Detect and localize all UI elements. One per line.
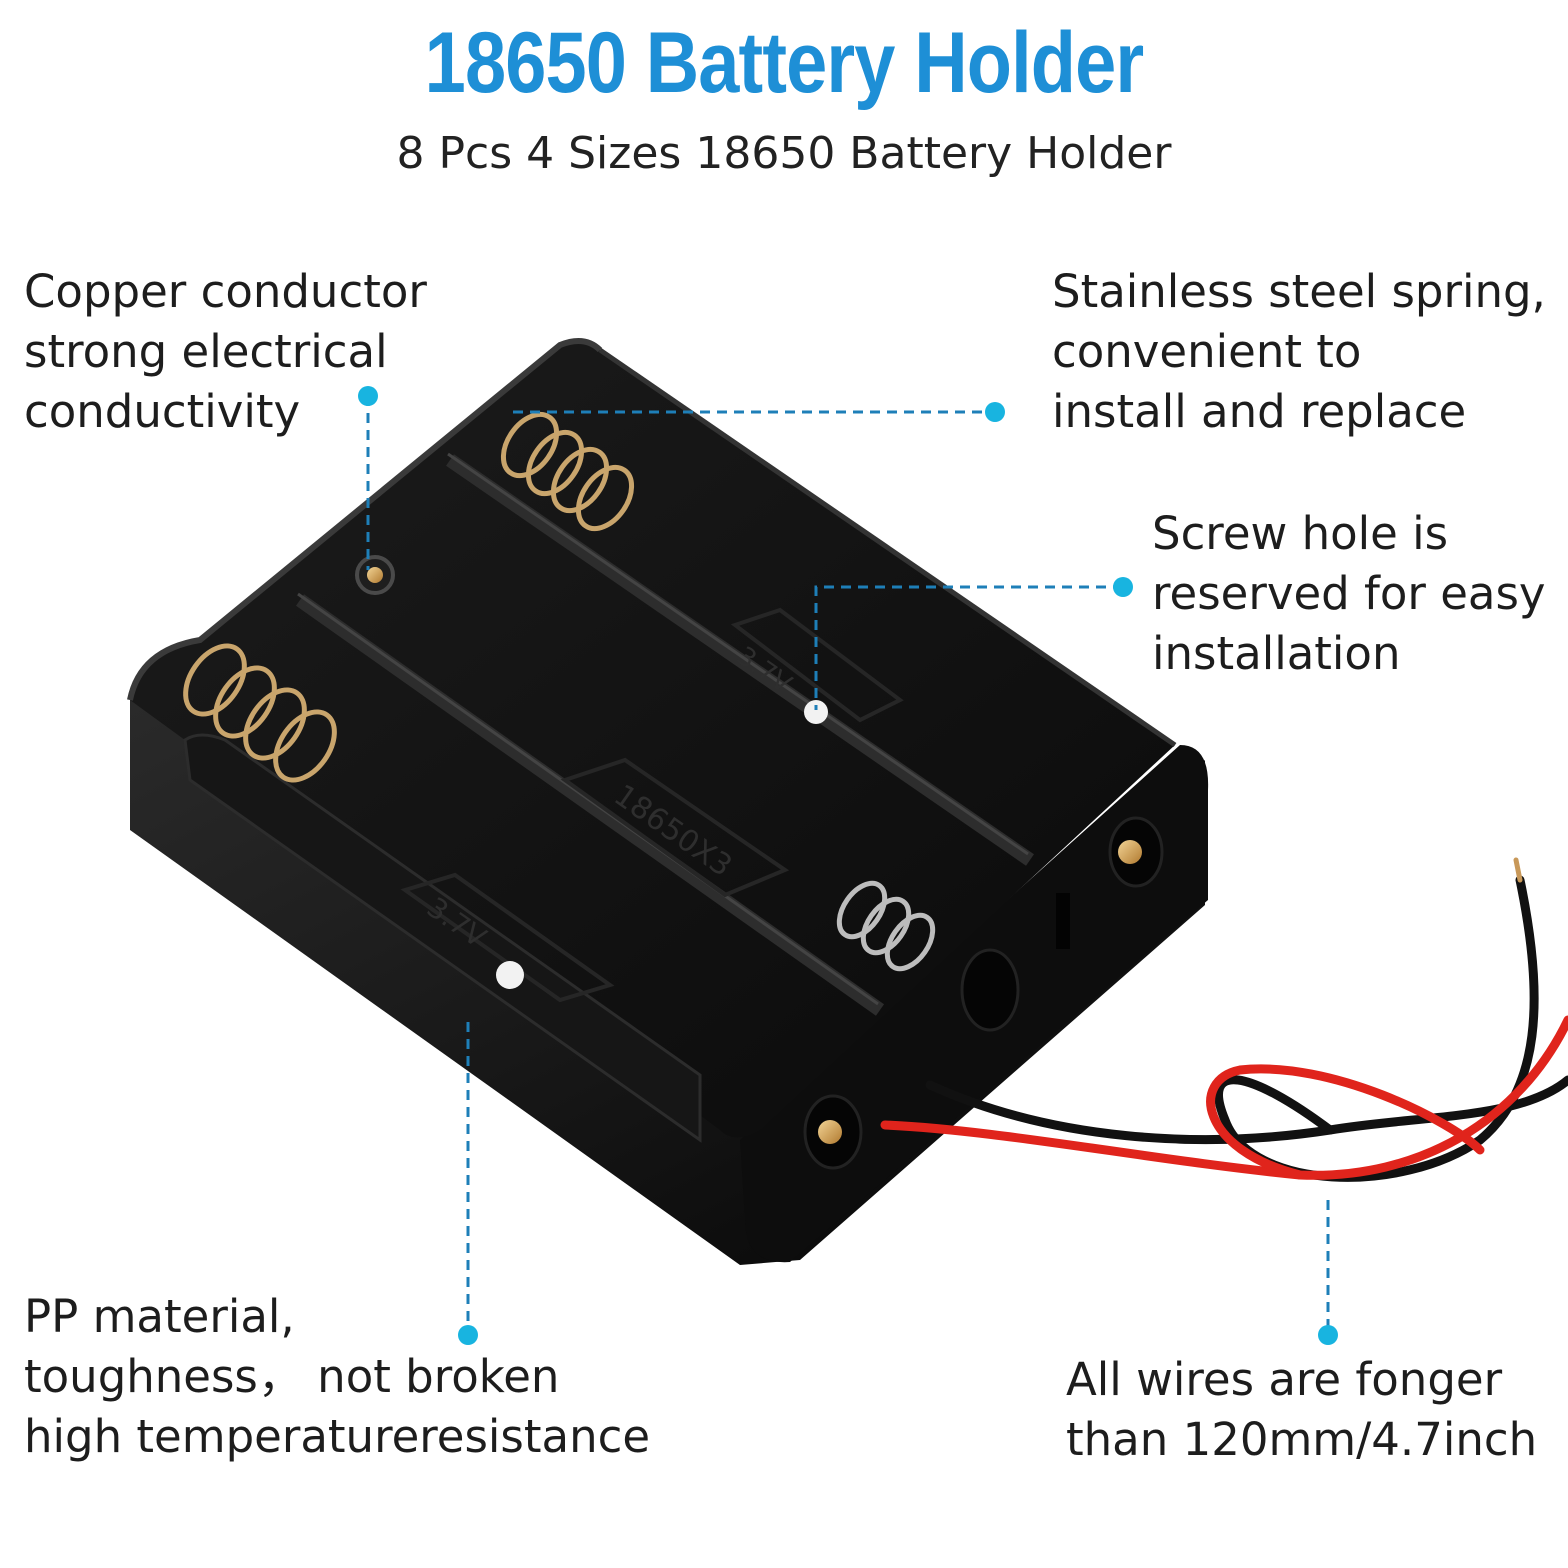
callout-copper-conductor: Copper conductor strong electrical condu… [24,265,427,438]
spring-left-icon [183,643,337,783]
page-subtitle: 8 Pcs 4 Sizes 18650 Battery Holder [396,128,1172,179]
callout-wire-length: All wires are fonger than 120mm/4.7inch [1066,1353,1538,1466]
spring-front-icon [836,880,936,972]
page-title: 18650 Battery Holder [424,15,1145,111]
callout-leaders [366,396,1330,1335]
spring-top-icon [500,411,635,532]
holder-body [127,338,1209,1265]
callout-screw-hole: Screw hole is reserved for easy installa… [1152,507,1546,680]
callout-pp-material: PP material, toughness， not broken high … [24,1290,651,1463]
callout-dots [358,386,1338,1345]
callout-steel-spring: Stainless steel spring, convenient to in… [1052,265,1546,438]
wire-leads [880,857,1568,1182]
